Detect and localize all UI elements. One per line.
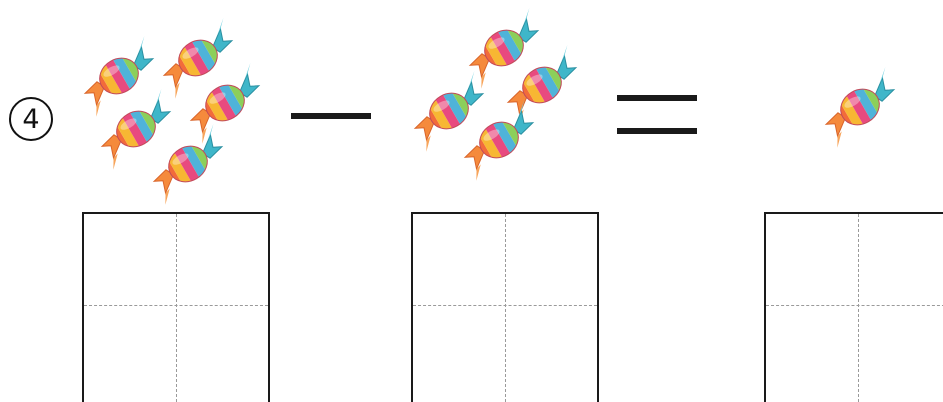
- candy-group-minuend: [88, 14, 268, 204]
- minus-sign: [291, 113, 371, 119]
- guide-line-vertical: [176, 214, 177, 402]
- equals-bar-bottom: [617, 128, 697, 134]
- candy-group-difference: [815, 62, 905, 152]
- answer-box-minuend[interactable]: [82, 212, 270, 402]
- guide-line-vertical: [505, 214, 506, 402]
- answer-box-subtrahend[interactable]: [411, 212, 599, 402]
- candy-icon: [142, 124, 236, 205]
- equals-bar-top: [617, 95, 697, 101]
- candy-icon: [73, 36, 167, 117]
- answer-box-difference[interactable]: [764, 212, 943, 402]
- guide-line-vertical: [858, 214, 859, 402]
- guide-line-horizontal: [413, 305, 597, 306]
- problem-number: 4: [9, 97, 53, 141]
- guide-line-horizontal: [766, 305, 943, 306]
- guide-line-horizontal: [84, 305, 268, 306]
- candy-icon: [90, 89, 184, 170]
- candy-group-subtrahend: [405, 8, 585, 188]
- problem-number-text: 4: [22, 103, 40, 135]
- equals-sign: [617, 95, 697, 135]
- candy-icon: [814, 67, 908, 148]
